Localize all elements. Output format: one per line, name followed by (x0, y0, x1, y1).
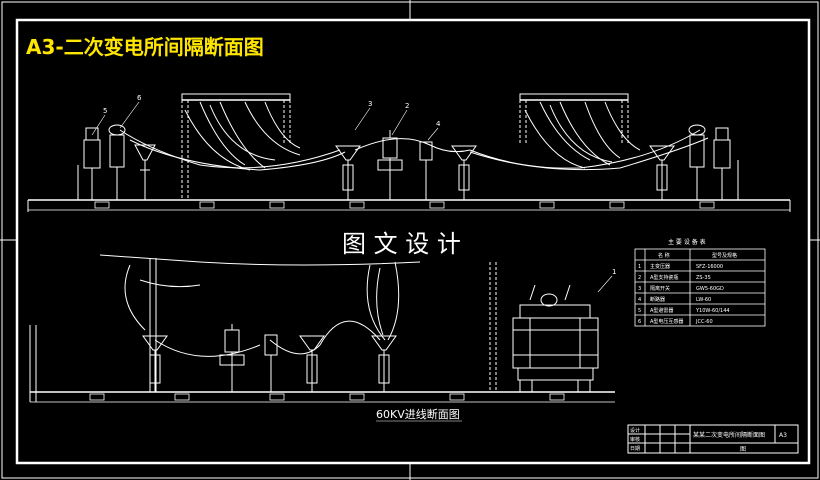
row-5-spec: Y10W-60/144 (695, 308, 730, 314)
right-gantry (519, 93, 641, 169)
callout-4: 4 (436, 120, 441, 128)
lower-caption: 60KV进线断面图 (376, 407, 460, 421)
row-1-name: 主变压器 (650, 263, 670, 270)
row-3-no: 3 (638, 286, 641, 292)
callout-6: 6 (137, 94, 142, 102)
row-1-no: 1 (638, 264, 641, 270)
row-4-no: 4 (638, 297, 641, 303)
row-4-name: 断路器 (650, 296, 665, 303)
tb-drawing-name: 某某二次变电所间隔断面图 (693, 431, 765, 439)
row-4-spec: LW-60 (696, 297, 711, 303)
row-3-spec: GW5-60GD (696, 286, 724, 292)
row-6-no: 6 (638, 319, 641, 325)
row-3-name: 隔离开关 (650, 285, 670, 292)
upper-section (27, 93, 791, 212)
callouts-upper: 5 6 3 2 4 (103, 94, 441, 128)
header-spec: 型号及规格 (712, 252, 737, 259)
row-1-spec: SFZ-16000 (696, 264, 723, 270)
callout-1: 1 (612, 268, 616, 276)
header-name: 名 称 (658, 252, 670, 259)
row-6-spec: JCC-60 (695, 319, 713, 325)
row-2-spec: ZS-35 (696, 275, 711, 281)
lower-section (29, 254, 615, 403)
tb-row-label-1: 设计 (630, 427, 640, 434)
equipment-table-title: 主 要 设 备 表 (668, 238, 706, 246)
drawing-title: A3-二次变电所间隔断面图 (26, 35, 264, 59)
row-6-name: A型电压互感器 (650, 318, 683, 325)
row-2-no: 2 (638, 275, 641, 281)
tb-drawing-number: A3 (779, 432, 787, 439)
callout-5: 5 (103, 107, 107, 115)
callout-3: 3 (368, 100, 372, 108)
watermark-text: 图 文 设 计 (342, 230, 461, 258)
left-gantry (181, 93, 301, 200)
callout-2: 2 (405, 102, 409, 110)
equipment-table: 主 要 设 备 表 名 称 型号及规格 1 主变压器 SFZ-16000 2 A… (634, 238, 766, 327)
tb-row-label-2: 审核 (630, 436, 640, 443)
row-5-name: A型避雷器 (650, 307, 673, 314)
tb-sheet-label: 图 (740, 446, 746, 453)
title-block: 设计 审核 日期 某某二次变电所间隔断面图 A3 图 (627, 424, 799, 454)
row-5-no: 5 (638, 308, 641, 314)
main-transformer (512, 284, 599, 393)
tb-row-label-3: 日期 (630, 446, 640, 452)
row-2-name: A型支持瓷瓶 (650, 274, 678, 281)
